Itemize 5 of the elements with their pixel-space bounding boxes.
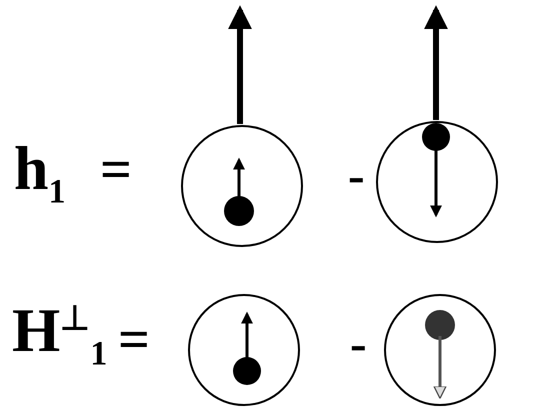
equals-sign: = (118, 312, 150, 368)
equals-sign: = (100, 142, 132, 198)
minus-sign: - (348, 150, 365, 200)
formula-symbol: h$_{1}$ (14, 138, 66, 210)
minus-sign: - (350, 318, 367, 368)
